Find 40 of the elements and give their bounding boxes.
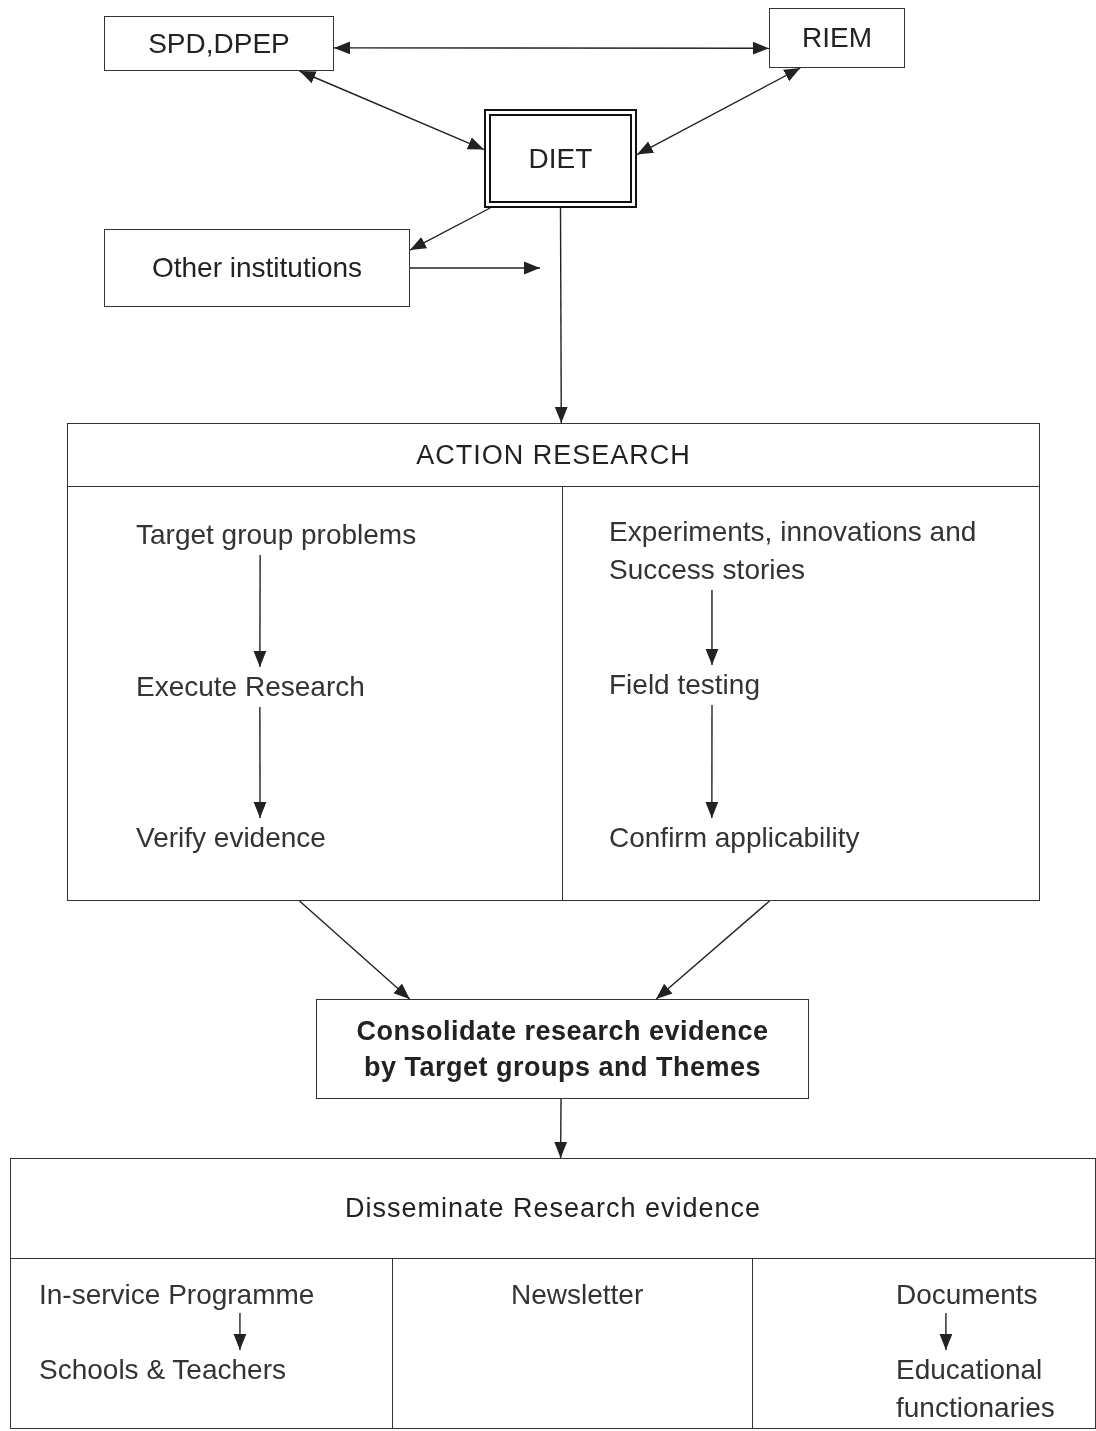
step-text: Newsletter	[511, 1276, 671, 1314]
arrow	[554, 1098, 568, 1159]
step-text: Confirm applicability	[609, 819, 919, 859]
box-label: Consolidate research evidence by Target groups and Themes	[355, 1014, 770, 1084]
arrow	[333, 41, 770, 55]
process-box	[104, 229, 410, 307]
step-text: Documents	[896, 1276, 1071, 1314]
step-text: Experiments, innovations and Success stories	[609, 513, 979, 591]
arrow	[298, 900, 411, 1000]
step-text: Verify evidence	[136, 819, 376, 859]
panel-heading: ACTION RESEARCH	[416, 439, 691, 471]
arrow	[939, 1312, 953, 1351]
process-box	[769, 8, 905, 68]
step-text: Target group problems	[136, 516, 476, 556]
step-text: Execute Research	[136, 668, 416, 708]
box-label: SPD,DPEP	[148, 26, 290, 61]
panel-box	[67, 423, 1040, 901]
arrow	[636, 67, 801, 156]
arrow	[298, 70, 485, 151]
process-box	[316, 999, 809, 1099]
arrow	[705, 704, 719, 819]
arrow	[409, 207, 491, 251]
process-box	[484, 109, 637, 208]
process-box	[104, 16, 334, 71]
arrow	[409, 261, 541, 275]
step-text: Field testing	[609, 666, 809, 706]
arrow	[253, 554, 267, 668]
arrow	[253, 706, 267, 819]
panel-box	[10, 1158, 1096, 1429]
arrow	[655, 900, 771, 1000]
box-label: RIEM	[802, 21, 872, 56]
panel-heading: Disseminate Research evidence	[344, 1193, 762, 1224]
arrow	[233, 1312, 247, 1351]
box-label: DIET	[528, 141, 593, 176]
step-text: Educational functionaries	[896, 1351, 1086, 1427]
arrow	[554, 207, 568, 424]
box-label: Other institutions	[151, 251, 363, 286]
arrow	[705, 589, 719, 666]
step-text: In-service Programme	[39, 1276, 369, 1314]
step-text: Schools & Teachers	[39, 1351, 339, 1389]
